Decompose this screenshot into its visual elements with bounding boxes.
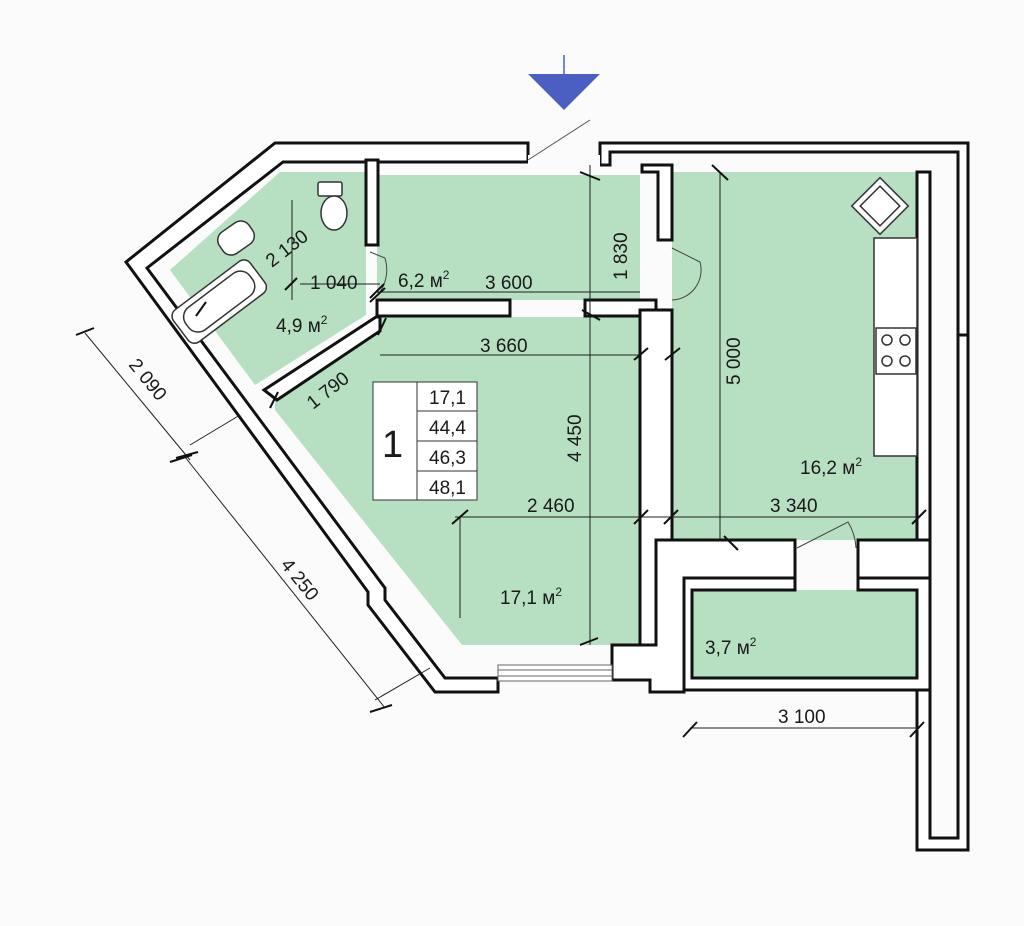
fixtures: [171, 176, 918, 457]
entrance-door-swing: [527, 119, 591, 161]
area-living: 17,1 м2: [500, 585, 562, 609]
area-balcony: 3,7 м2: [705, 635, 757, 659]
dim-balcony-width: 3 100: [778, 707, 826, 728]
apartment-summary-table: 1 17,1 44,4 46,3 48,1: [372, 381, 478, 501]
apartment-number: 1: [382, 424, 403, 466]
walls: [123, 141, 970, 852]
kitchen-bottom-right-wall: [856, 538, 932, 580]
sink-icon: [216, 220, 256, 256]
area-hall: 6,2 м2: [398, 268, 450, 292]
inner-wall-hall-left: [364, 158, 380, 247]
dim-living-height: 4 450: [565, 414, 586, 462]
kitchen-balcony-door-swing: [796, 521, 857, 549]
dim-living-top: 3 660: [480, 336, 528, 357]
outer-wall-right: [598, 141, 970, 337]
room-kitchen-floor: [672, 172, 917, 540]
kitchen-sink-icon: [850, 176, 910, 236]
dimension-lines: [84, 165, 920, 729]
area-bathroom: 4,9 м2: [276, 313, 328, 337]
toilet-icon: [317, 181, 348, 231]
area-value-row-4: 48,1: [429, 478, 466, 499]
dimension-ticks: [75, 164, 927, 738]
hall-kitchen-door-swing: [671, 247, 702, 301]
dim-hall-depth: 1 830: [611, 232, 632, 280]
inner-wall-hall-living: [375, 298, 512, 318]
room-area-labels: 4,9 м2 6,2 м2 16,2 м2 17,1 м2 3,7 м2: [276, 268, 862, 659]
entrance-arrow-icon: [528, 55, 600, 110]
inner-wall-hall-kitchen: [640, 163, 674, 242]
dim-kitchen-width: 3 340: [770, 496, 818, 517]
area-value-row-2: 44,4: [429, 418, 466, 439]
outer-wall-left: [123, 141, 530, 694]
area-value-row-1: 17,1: [429, 388, 466, 409]
room-bathroom-floor: [170, 172, 366, 385]
outer-wall-far-right: [915, 333, 970, 852]
bathtub-icon: [171, 259, 268, 345]
dim-bath-depth: 1 040: [310, 273, 358, 294]
entrance-door-opening: [528, 155, 600, 167]
living-window: [497, 664, 613, 682]
area-value-row-3: 46,3: [429, 448, 466, 469]
dim-outer-upper: 2 090: [124, 355, 170, 405]
dim-kitchen-height: 5 000: [724, 337, 745, 385]
door-swings: [369, 247, 857, 549]
openings: [497, 119, 613, 682]
kitchen-right-wall: [915, 170, 932, 542]
dim-living-width: 2 460: [527, 496, 575, 517]
dim-hall-width: 3 600: [485, 273, 533, 294]
room-balcony-floor: [692, 590, 917, 678]
stove-icon: [875, 327, 917, 375]
bath-door-swing: [369, 251, 388, 293]
room-hall-floor: [377, 175, 640, 300]
area-kitchen: 16,2 м2: [800, 455, 862, 479]
